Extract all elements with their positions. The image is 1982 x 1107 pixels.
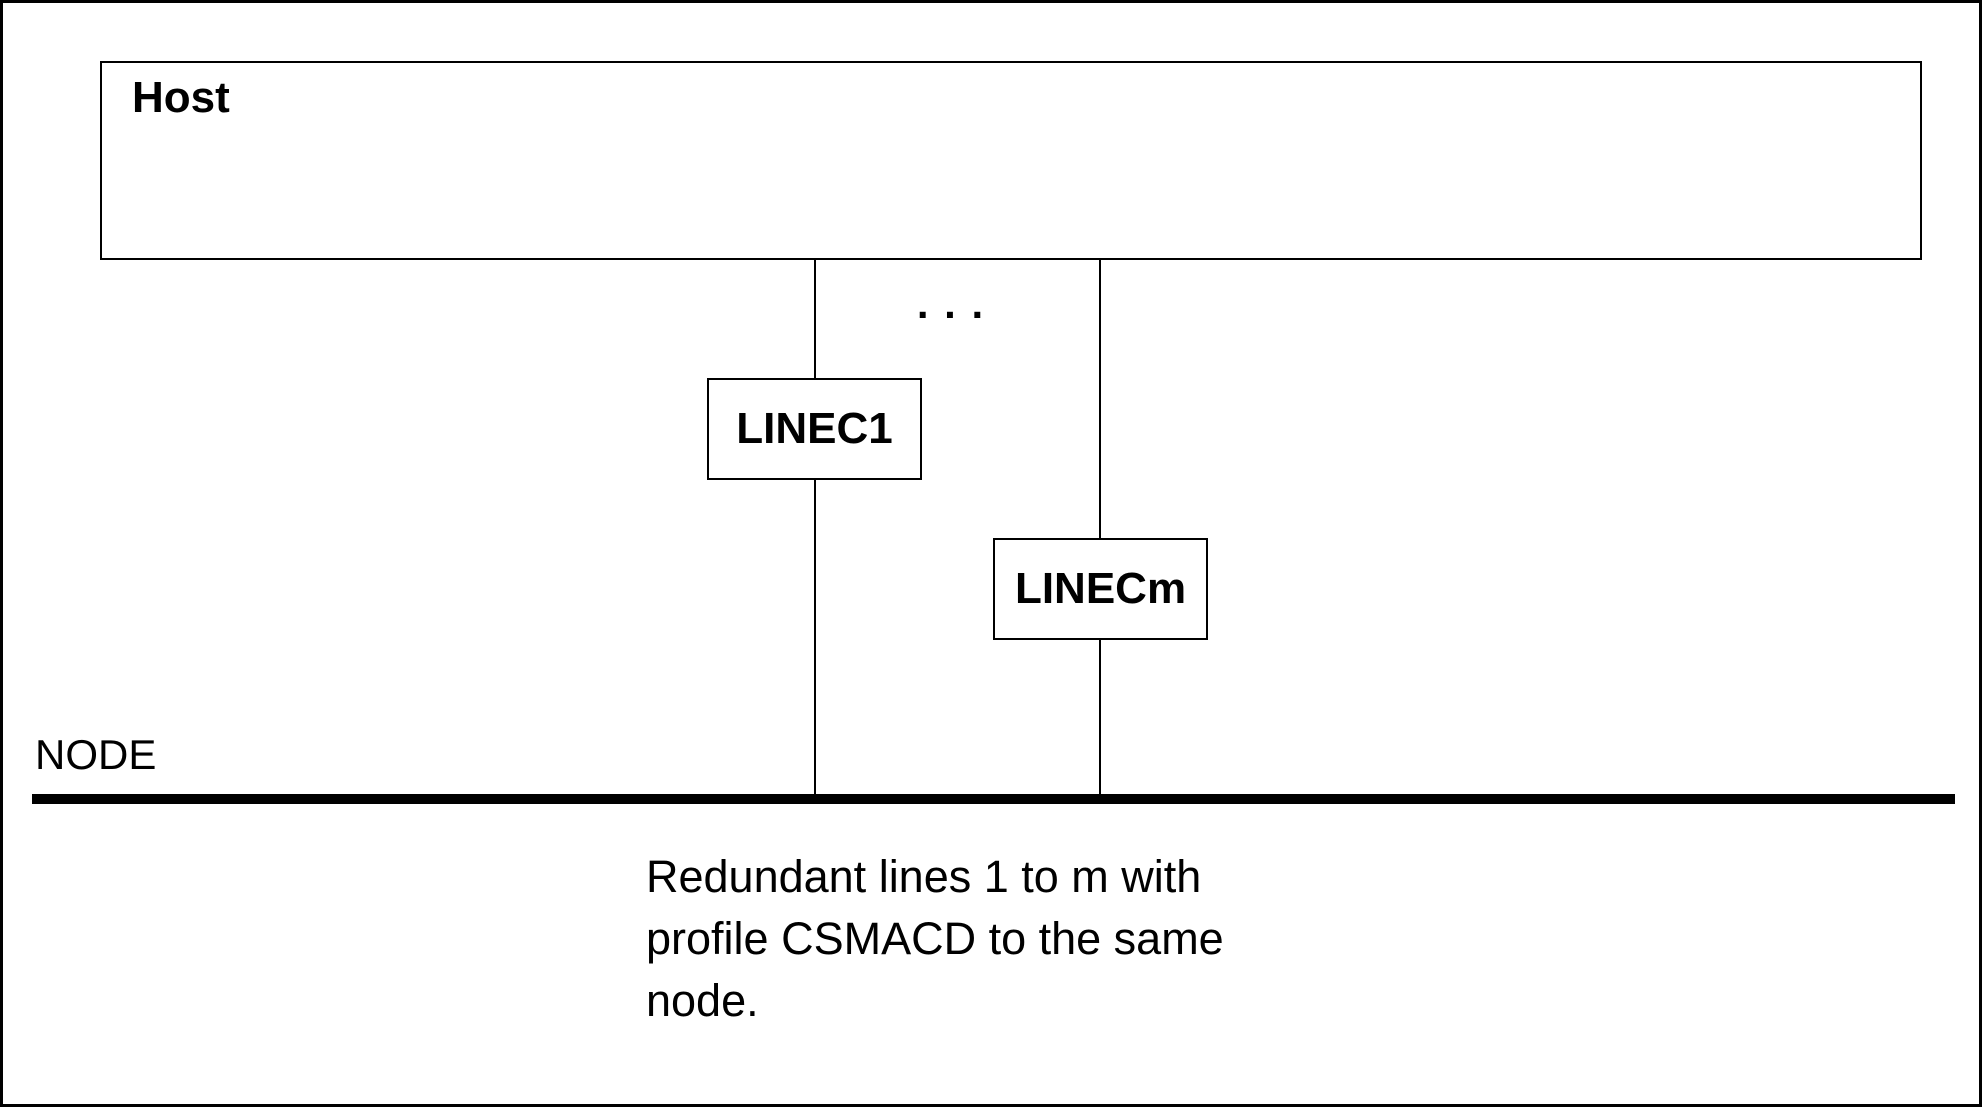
linecm-box: LINECm [993,538,1208,640]
caption-line-1: Redundant lines 1 to m with [646,851,1202,902]
host-label: Host [132,73,230,122]
caption-line-3: node. [646,975,759,1026]
node-label: NODE [35,731,157,778]
caption: Redundant lines 1 to m with profile CSMA… [646,846,1224,1032]
connector-line-1 [814,260,816,798]
linecm-label: LINECm [1014,564,1187,613]
linec1-label: LINEC1 [736,404,893,453]
ellipsis-dots: . . . [916,280,986,327]
connector-line-m [1099,260,1101,798]
node-bus-line [32,794,1955,804]
linec1-box: LINEC1 [707,378,922,480]
host-box: Host [100,61,1922,260]
caption-line-2: profile CSMACD to the same [646,913,1224,964]
